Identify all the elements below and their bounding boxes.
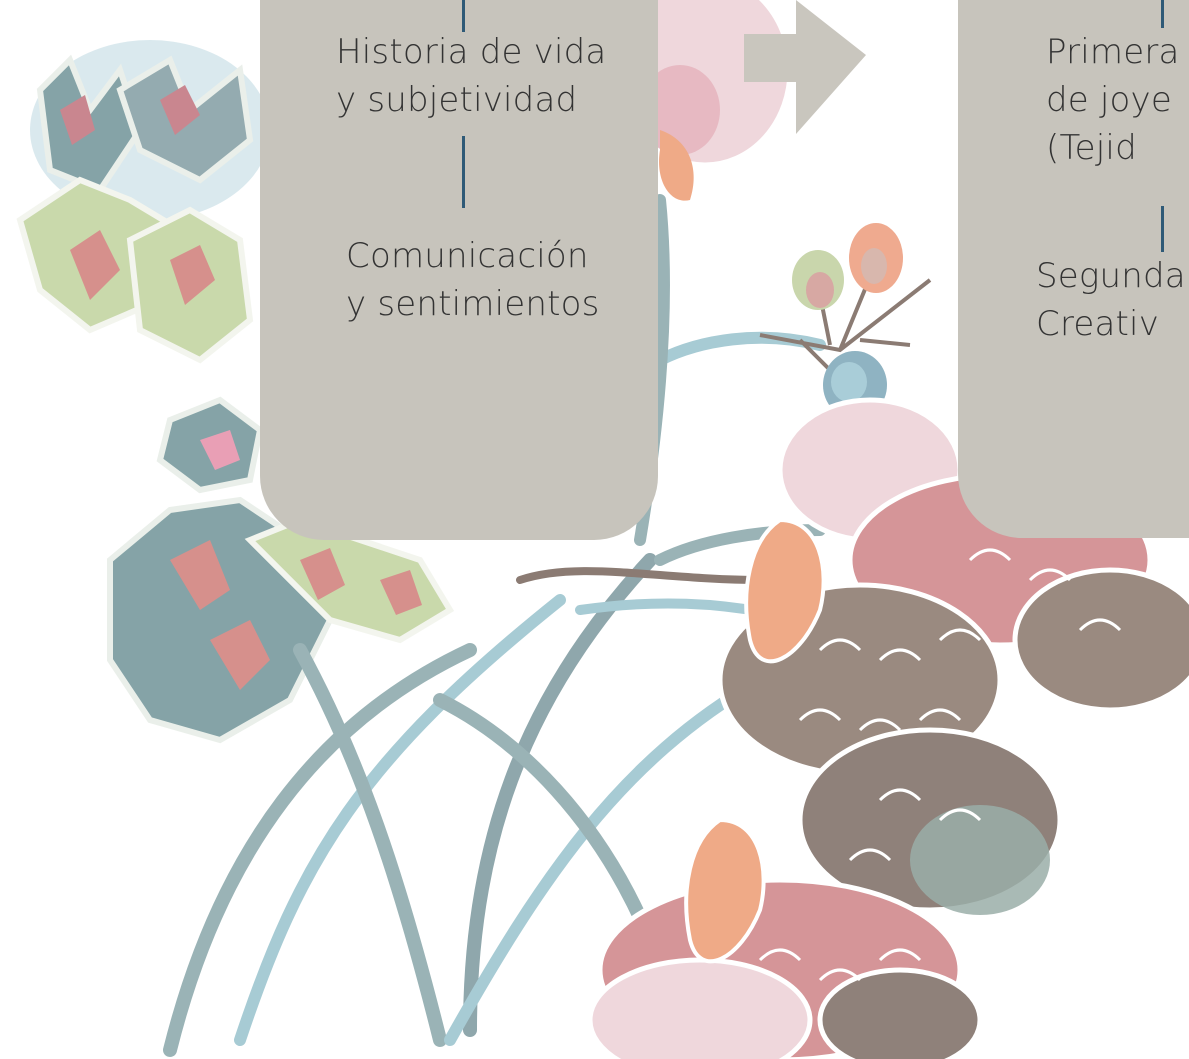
- right-box: [958, 0, 1189, 538]
- left-box-item-2: Comunicación y sentimientos: [346, 236, 600, 324]
- stems: [163, 194, 826, 1057]
- right-box-item-1: Primera s de joye (Tejid: [1046, 32, 1180, 168]
- connector-line: [1161, 0, 1164, 28]
- right-box-item-2: Segunda Creativ: [1036, 256, 1186, 344]
- arrow-right-icon: [744, 0, 866, 134]
- left-box-item-1: Historia de vida y subjetividad: [336, 32, 607, 120]
- connector-line: [462, 0, 465, 32]
- left-box: [260, 0, 658, 540]
- connector-line: [462, 136, 465, 208]
- leaf-cluster: [16, 40, 455, 744]
- berry-branch: [759, 223, 932, 419]
- connector-line: [1161, 206, 1164, 252]
